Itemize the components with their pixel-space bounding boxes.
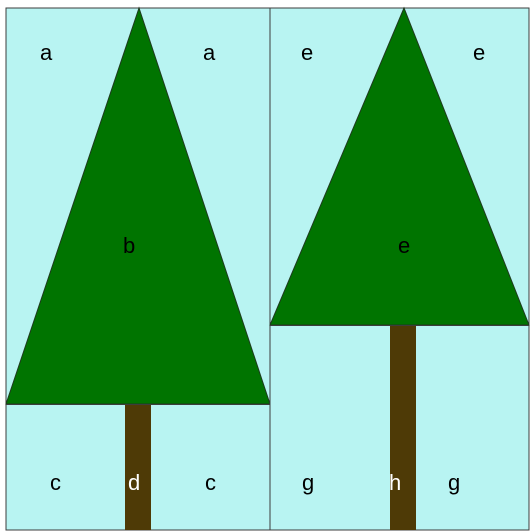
left-trunk-label: d: [128, 470, 140, 495]
right-tree-trunk: [390, 325, 416, 530]
left-ground-right-label: c: [205, 470, 216, 495]
left-sky-right-label: a: [203, 40, 216, 65]
right-ground-right-label: g: [448, 470, 460, 495]
right-trunk-label: h: [389, 470, 401, 495]
left-ground-left-label: c: [50, 470, 61, 495]
right-ground-left-label: g: [302, 470, 314, 495]
right-sky-right-label: e: [473, 40, 485, 65]
left-tree-trunk: [125, 404, 151, 530]
right-panel: e e e g h g: [269, 6, 530, 531]
left-sky-left-label: a: [40, 40, 53, 65]
left-panel: a a b c d c: [5, 6, 271, 531]
right-tree-label: e: [398, 233, 410, 258]
left-tree-label: b: [123, 233, 135, 258]
right-sky-left-label: e: [301, 40, 313, 65]
